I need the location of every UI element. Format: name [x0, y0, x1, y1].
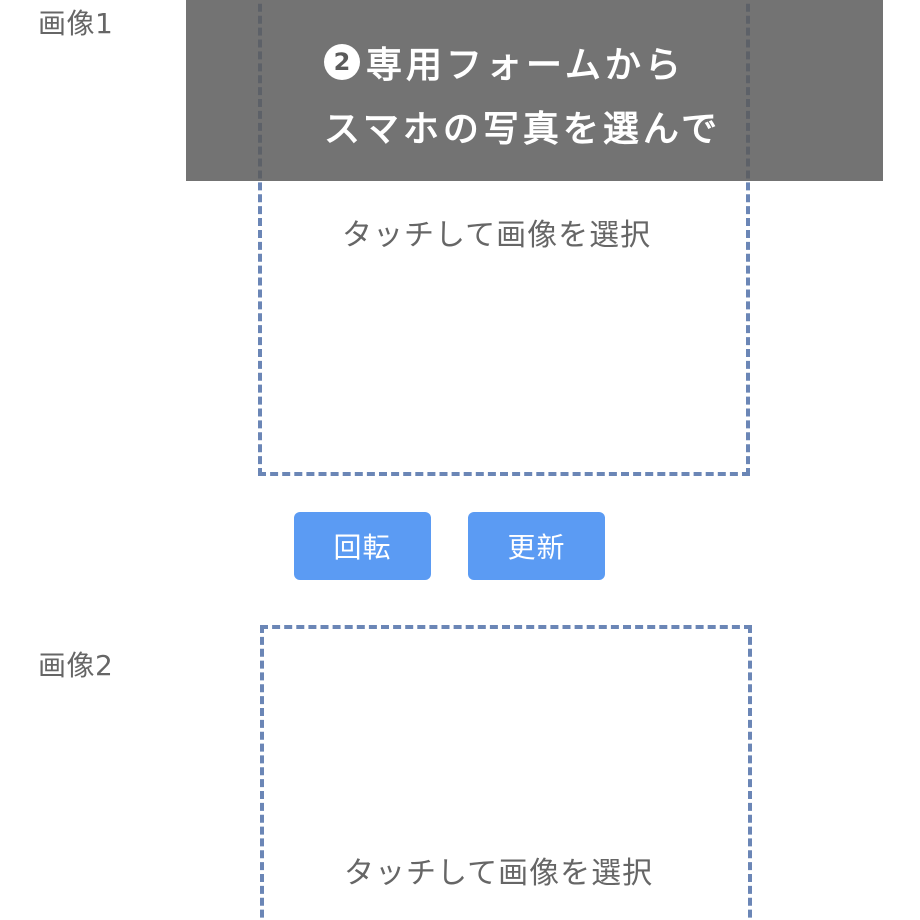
instruction-line-1-text: 専用フォームから: [366, 45, 685, 86]
rotate-button[interactable]: 回転: [294, 512, 431, 580]
update-button[interactable]: 更新: [468, 512, 605, 580]
image1-label: 画像1: [38, 7, 114, 40]
step-number-badge: 2: [324, 44, 360, 80]
image2-dropzone[interactable]: [260, 625, 752, 920]
update-button-label: 更新: [507, 531, 566, 564]
image2-label: 画像2: [38, 649, 114, 682]
image1-dropzone[interactable]: [258, 0, 750, 476]
image2-dropzone-text: タッチして画像を選択: [344, 856, 654, 891]
instruction-line-2: スマホの写真を選んで: [324, 109, 722, 150]
instruction-overlay: [186, 0, 883, 181]
image1-dropzone-text: タッチして画像を選択: [342, 218, 652, 253]
rotate-button-label: 回転: [333, 531, 392, 564]
instruction-line-1: 2 専用フォームから: [324, 36, 685, 88]
